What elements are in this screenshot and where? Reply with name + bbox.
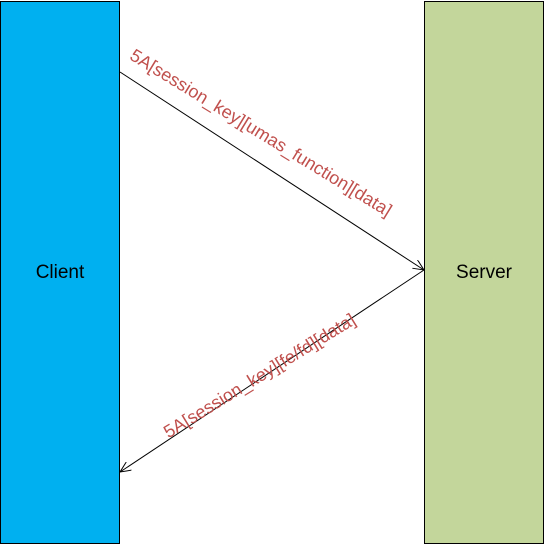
response-message-label: 5A[session_key][fe/fd][data] [160,309,360,443]
server-label: Server [456,261,512,283]
request-message-label: 5A[session_key][umas_function][data] [126,45,396,221]
request-arrow [119,71,424,270]
client-label: Client [35,261,85,283]
server-participant: Server [424,1,544,544]
client-participant: Client [0,1,120,544]
